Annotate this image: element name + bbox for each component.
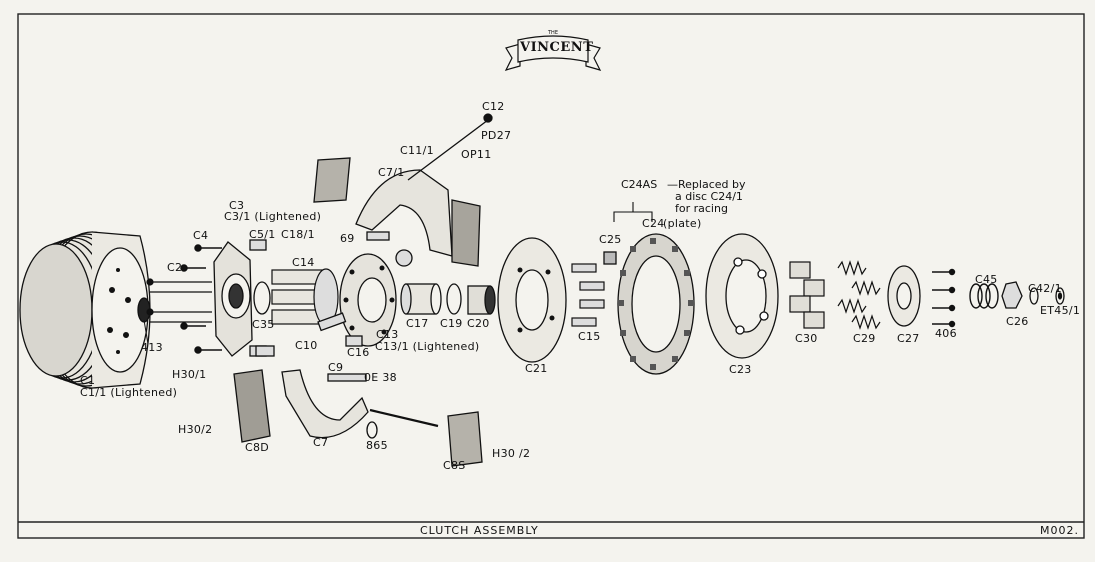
label-c7-1: C7/1 xyxy=(378,166,405,179)
c27-spring-plate xyxy=(887,265,921,327)
leader-413 xyxy=(143,319,149,345)
c24-friction-disc xyxy=(603,233,695,375)
label-h30-2-left: H30/2 xyxy=(178,423,213,436)
label-c1: C1 xyxy=(80,374,96,387)
frame xyxy=(17,13,1085,539)
406-screws xyxy=(932,268,956,328)
logo-the: THE xyxy=(548,30,558,36)
label-c12: C12 xyxy=(482,100,505,113)
c29-springs xyxy=(837,260,881,330)
c35-ring xyxy=(249,239,271,357)
label-c3: C3 xyxy=(229,199,245,212)
label-c16: C16 xyxy=(347,346,370,359)
c45-rings xyxy=(969,283,999,309)
c21-plate xyxy=(497,237,567,363)
logo-vincent: VINCENT xyxy=(520,40,594,55)
c7-lower-shoe xyxy=(233,369,483,467)
label-406: 406 xyxy=(935,327,957,340)
label-c20: C20 xyxy=(467,317,490,330)
label-c11-1: C11/1 xyxy=(400,144,434,157)
c7-1-upper-shoe xyxy=(313,113,493,267)
label-c13-1: C13/1 (Lightened) xyxy=(375,340,480,353)
c23-pressure-plate xyxy=(705,233,779,359)
c24as-bracket xyxy=(613,202,653,222)
label-c24: C24 xyxy=(642,217,665,230)
label-c5-1: C5/1 xyxy=(249,228,276,241)
vincent-logo-banner xyxy=(504,35,602,71)
note-line-2: a disc C24/1 xyxy=(675,190,743,203)
c26-nut xyxy=(1001,281,1065,309)
label-c15: C15 xyxy=(578,330,601,343)
label-c7: C7 xyxy=(313,436,329,449)
label-c27: C27 xyxy=(897,332,920,345)
label-c4: C4 xyxy=(193,229,209,242)
c17-c19-c20 xyxy=(400,283,496,315)
label-pd27: PD27 xyxy=(481,129,512,142)
c4-bolts xyxy=(180,244,222,354)
label-c13: C13 xyxy=(376,328,399,341)
c3-back-plate xyxy=(213,241,253,357)
c2-studs xyxy=(146,278,212,323)
c14-hub xyxy=(271,268,339,326)
label-h30-1: H30/1 xyxy=(172,368,207,381)
label-c19: C19 xyxy=(440,317,463,330)
note-line-3: for racing xyxy=(675,202,728,215)
label-c2: C2 xyxy=(167,261,183,274)
label-c25: C25 xyxy=(599,233,622,246)
label-c9: C9 xyxy=(328,361,344,374)
c30-cups xyxy=(789,261,825,329)
label-c23: C23 xyxy=(729,363,752,376)
c1-clutch-drum xyxy=(19,231,151,389)
label-et45-1: ET45/1 xyxy=(1040,304,1081,317)
label-c26: C26 xyxy=(1006,315,1029,328)
note-part-c24as: C24AS xyxy=(621,178,658,191)
label-c18-1: C18/1 xyxy=(281,228,315,241)
label-c42-1: C42/1 xyxy=(1028,282,1062,295)
label-c17: C17 xyxy=(406,317,429,330)
label-c29: C29 xyxy=(853,332,876,345)
label-c24-plate: (plate) xyxy=(663,217,702,230)
label-c21: C21 xyxy=(525,362,548,375)
c15-pins xyxy=(571,263,605,327)
label-c8s: C8S xyxy=(443,459,466,472)
drawing-number: M002. xyxy=(1040,524,1079,537)
c10-c16-parts xyxy=(255,231,390,357)
label-c30: C30 xyxy=(795,332,818,345)
label-c1-1: C1/1 (Lightened) xyxy=(80,386,178,399)
note-line-1: —Replaced by xyxy=(667,178,746,191)
label-413: 413 xyxy=(141,341,163,354)
label-c35: C35 xyxy=(252,318,275,331)
label-c10: C10 xyxy=(295,339,318,352)
label-c3-1: C3/1 (Lightened) xyxy=(224,210,322,223)
label-c14: C14 xyxy=(292,256,315,269)
label-oe38: 0E 38 xyxy=(364,371,397,384)
label-op11: OP11 xyxy=(461,148,492,161)
label-c45: C45 xyxy=(975,273,998,286)
drawing-title: CLUTCH ASSEMBLY xyxy=(420,524,539,537)
label-865: 865 xyxy=(366,439,388,452)
c13-drive-plate xyxy=(339,253,397,347)
label-c8d: C8D xyxy=(245,441,270,454)
label-69: 69 xyxy=(340,232,355,245)
label-h30-2-right: H30 /2 xyxy=(492,447,531,460)
